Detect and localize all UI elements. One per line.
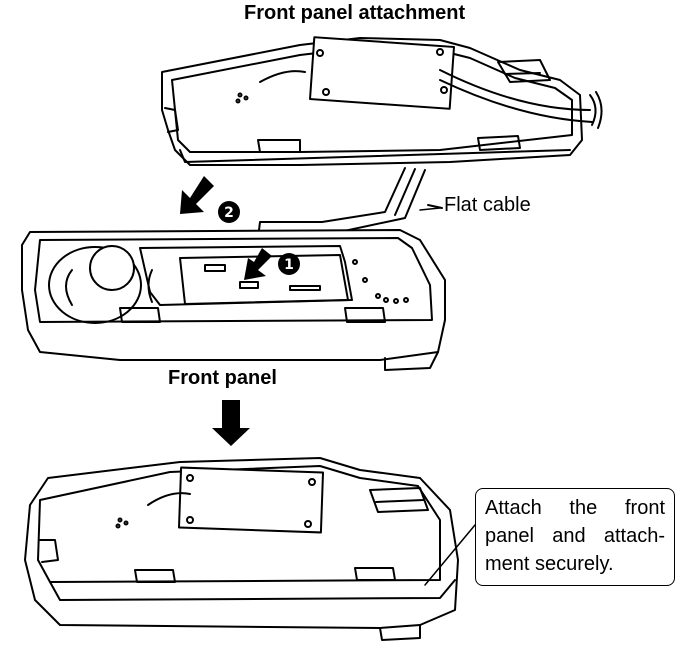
callout-line-1: Attach the front xyxy=(485,497,665,519)
assembled-unit-illustration xyxy=(24,457,476,641)
front-panel-title: Front panel xyxy=(168,367,277,389)
arrow-step-1 xyxy=(244,248,272,280)
flat-cable-leader xyxy=(419,207,441,211)
callout-line-2: panel and attach- xyxy=(485,525,665,547)
flat-cable-label: Flat cable xyxy=(444,194,531,216)
down-arrow-to-assembly xyxy=(212,400,250,446)
front-panel-open-illustration xyxy=(21,229,446,371)
attachment-title: Front panel attachment xyxy=(244,2,466,24)
step-1-marker: 1 xyxy=(278,253,300,275)
instruction-callout: Attach the front panel and attach- ment … xyxy=(475,488,675,586)
callout-line-3: ment securely. xyxy=(485,553,614,575)
step-2-marker: 2 xyxy=(218,201,240,223)
attachment-illustration xyxy=(161,36,603,257)
step-1-number: 1 xyxy=(284,257,294,273)
step-2-number: 2 xyxy=(224,205,234,221)
arrow-step-2 xyxy=(180,176,214,214)
